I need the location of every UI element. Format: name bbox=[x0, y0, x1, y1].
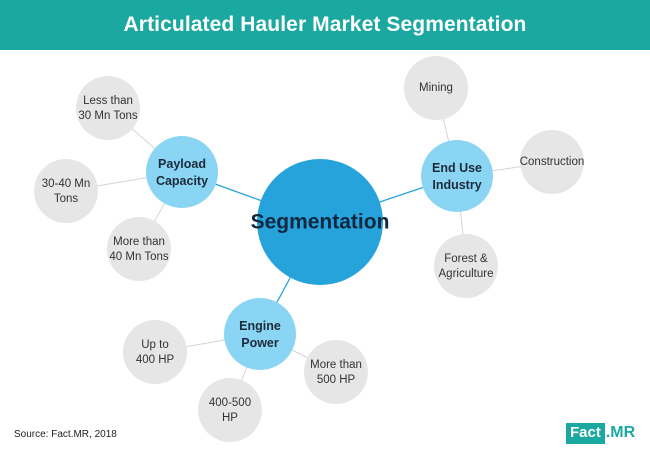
segment-label-line2: Tons bbox=[54, 193, 79, 205]
segment-node-more-than-500: More than 500 HP bbox=[304, 340, 368, 404]
segment-node-mining: Mining bbox=[404, 56, 468, 120]
center-node: Segmentation bbox=[251, 159, 390, 285]
category-label-line2: Industry bbox=[432, 178, 481, 192]
center-label: Segmentation bbox=[251, 211, 390, 234]
category-label-line1: End Use bbox=[432, 161, 482, 175]
segment-node-less-than-30: Less than 30 Mn Tons bbox=[76, 76, 140, 140]
segment-label-line1: Less than bbox=[83, 95, 133, 107]
segment-label-line1: Up to bbox=[141, 339, 169, 351]
segment-label-line2: 400 HP bbox=[136, 354, 175, 366]
segment-node-400-500: 400-500 HP bbox=[198, 378, 262, 442]
segment-label-line1: More than bbox=[113, 236, 165, 248]
segment-label: Mining bbox=[419, 82, 453, 94]
segment-node-30-40: 30-40 Mn Tons bbox=[34, 159, 98, 223]
fact-mr-logo: Fact .MR bbox=[566, 422, 640, 444]
segment-node-more-than-40: More than 40 Mn Tons bbox=[107, 217, 171, 281]
category-node-end-use-industry: End Use Industry bbox=[421, 140, 493, 212]
segment-node-construction: Construction bbox=[520, 130, 585, 194]
page-title: Articulated Hauler Market Segmentation bbox=[123, 13, 527, 36]
category-node-payload-capacity: Payload Capacity bbox=[146, 136, 218, 208]
logo-mr-text: .MR bbox=[605, 424, 636, 441]
category-label-line2: Power bbox=[241, 336, 279, 350]
segment-node-forest-agriculture: Forest & Agriculture bbox=[434, 234, 498, 298]
segment-label-line1: 30-40 Mn bbox=[42, 178, 91, 190]
segment-label: Construction bbox=[520, 156, 585, 168]
segment-label-line2: HP bbox=[222, 412, 238, 424]
category-node-engine-power: Engine Power bbox=[224, 298, 296, 370]
title-banner: Articulated Hauler Market Segmentation bbox=[0, 0, 650, 50]
logo-fact-text: Fact bbox=[566, 422, 605, 444]
segment-label-line2: Agriculture bbox=[439, 268, 494, 280]
segment-label-line1: 400-500 bbox=[209, 397, 251, 409]
category-label-line1: Engine bbox=[239, 319, 281, 333]
segment-label-line1: More than bbox=[310, 359, 362, 371]
segment-label-line1: Forest & bbox=[444, 253, 488, 265]
segment-label-line2: 500 HP bbox=[317, 374, 356, 386]
segment-node-up-to-400: Up to 400 HP bbox=[123, 320, 187, 384]
segment-label-line2: 30 Mn Tons bbox=[78, 110, 137, 122]
segment-label-line2: 40 Mn Tons bbox=[109, 251, 168, 263]
category-label-line2: Capacity bbox=[156, 174, 208, 188]
category-label-line1: Payload bbox=[158, 157, 206, 171]
source-note: Source: Fact.MR, 2018 bbox=[14, 429, 117, 440]
